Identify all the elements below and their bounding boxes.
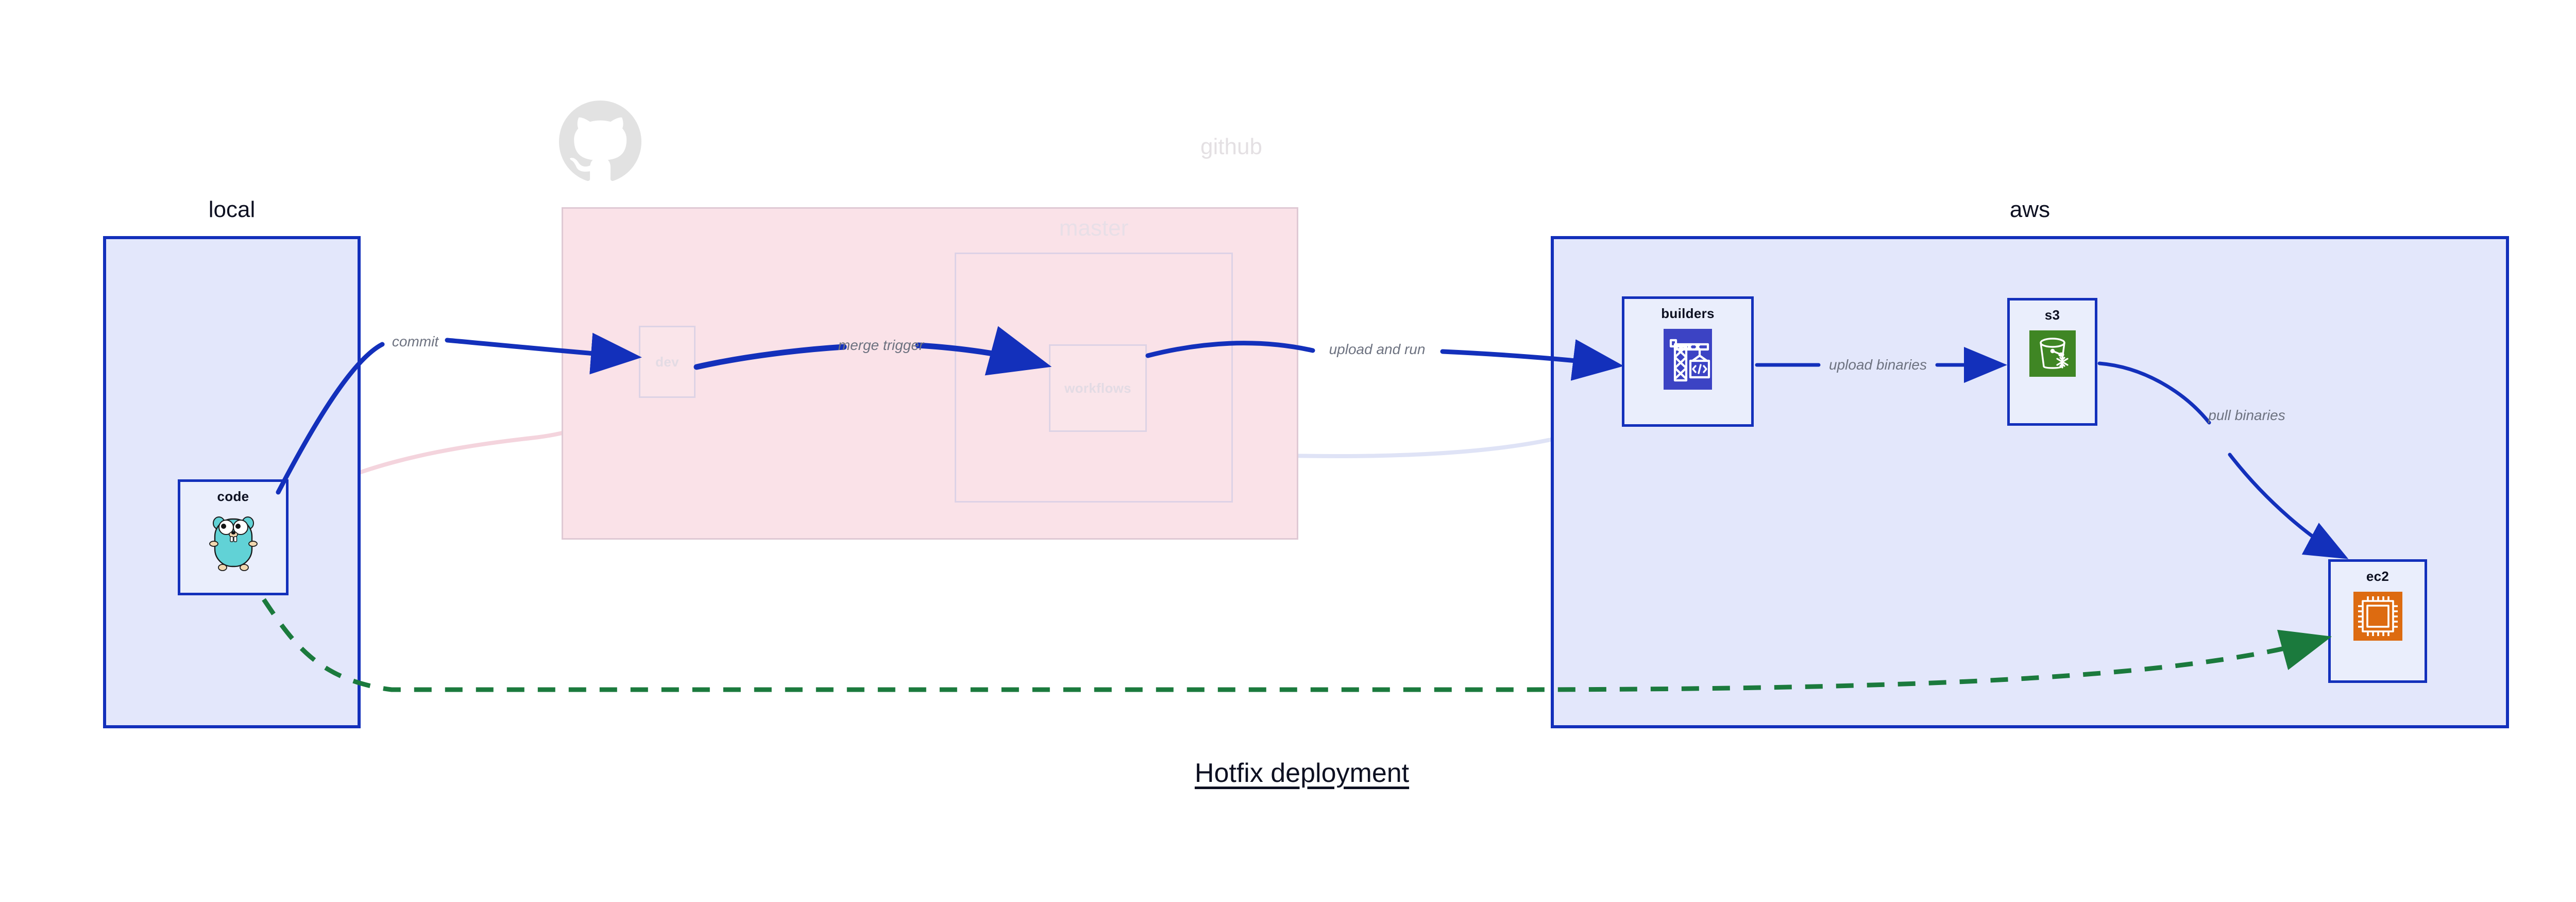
node-code[interactable]: code (178, 479, 289, 595)
group-master (955, 253, 1233, 503)
node-dev-label: dev (655, 354, 679, 370)
go-gopher-icon (209, 516, 258, 571)
node-s3-label: s3 (2044, 307, 2060, 323)
node-workflows[interactable]: workflows (1049, 344, 1147, 432)
node-code-label: code (217, 489, 249, 504)
node-ec2-label: ec2 (2366, 569, 2389, 584)
edge-label-merge-trigger: merge trigger (838, 337, 924, 353)
group-title-master: master (1059, 215, 1129, 241)
node-dev[interactable]: dev (639, 326, 696, 398)
aws-ec2-chip-icon (2353, 592, 2402, 641)
node-ec2[interactable]: ec2 (2328, 559, 2427, 683)
edge-label-commit: commit (392, 333, 439, 349)
edge-label-upload-and-run: upload and run (1329, 341, 1426, 357)
group-github (562, 207, 1298, 540)
edge-label-pull-binaries: pull binaries (2208, 407, 2285, 423)
node-builders[interactable]: builders (1622, 296, 1754, 427)
group-title-local: local (208, 197, 256, 222)
group-title-aws: aws (2009, 197, 2050, 222)
diagram-title: Hotfix deployment (1194, 758, 1410, 788)
node-workflows-label: workflows (1064, 380, 1131, 396)
node-s3[interactable]: s3 (2007, 298, 2097, 426)
group-title-github: github (1200, 134, 1262, 159)
edge-label-upload-binaries: upload binaries (1829, 357, 1927, 373)
aws-codebuild-icon (1664, 329, 1712, 390)
node-builders-label: builders (1661, 306, 1715, 321)
github-octocat-icon (559, 101, 641, 181)
aws-s3-bucket-icon (2029, 330, 2076, 377)
